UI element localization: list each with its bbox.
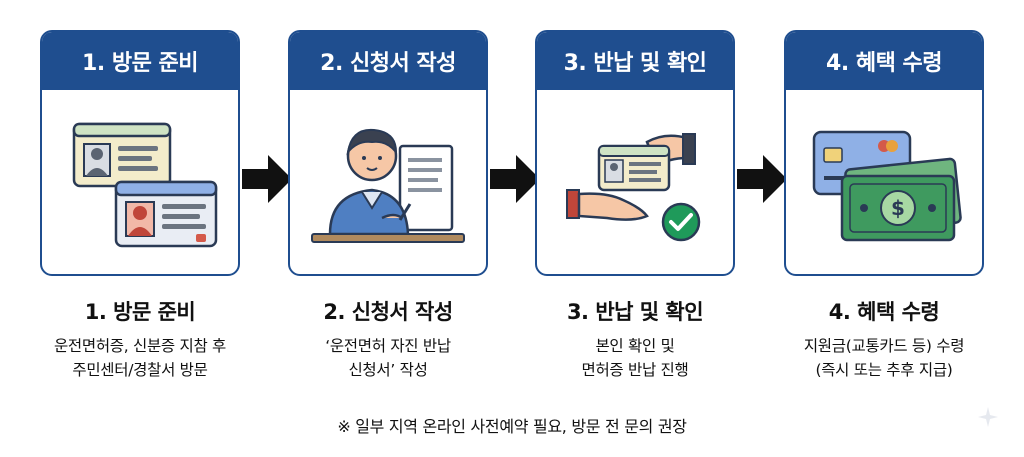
svg-text:$: $ [891,196,905,220]
id-cards-icon [42,94,238,274]
step-card-2: 2. 신청서 작성 [288,30,488,276]
footnote: ※ 일부 지역 온라인 사전예약 필요, 방문 전 문의 권장 [337,417,687,436]
license-handover-icon [537,94,733,274]
step-desc-line: (즉시 또는 추후 지급) [815,361,953,379]
step-desc-2: ‘운전면허 자진 반납 신청서’ 작성 [268,334,508,382]
step-card-header-2: 2. 신청서 작성 [290,32,486,90]
step-card-header-4: 4. 혜택 수령 [786,32,982,90]
arrow-right-icon [735,153,789,205]
step-desc-4: 지원금(교통카드 등) 수령 (즉시 또는 추후 지급) [764,334,1004,382]
sparkle-icon [978,407,998,427]
card-and-money-icon: $ [786,94,982,274]
step-card-1: 1. 방문 준비 [40,30,240,276]
person-writing-icon [290,94,486,274]
step-card-3: 3. 반납 및 확인 [535,30,735,276]
arrow-right-icon [488,153,542,205]
step-title-4: 4. 혜택 수령 [828,300,940,324]
step-desc-line: 신청서’ 작성 [348,361,428,379]
step-desc-line: 본인 확인 및 [595,337,675,355]
step-desc-line: ‘운전면허 자진 반납 [325,337,451,355]
arrow-right-icon [240,153,294,205]
step-desc-line: 지원금(교통카드 등) 수령 [803,337,965,355]
step-title-2: 2. 신청서 작성 [323,300,453,324]
step-card-4: 4. 혜택 수령 $ [784,30,984,276]
step-desc-line: 운전면허증, 신분증 지참 후 [53,337,227,355]
step-card-header-3: 3. 반납 및 확인 [537,32,733,90]
step-desc-line: 면허증 반납 진행 [581,361,689,379]
step-card-header-1: 1. 방문 준비 [42,32,238,90]
step-title-3: 3. 반납 및 확인 [566,300,704,324]
step-desc-line: 주민센터/경찰서 방문 [72,361,208,379]
step-desc-1: 운전면허증, 신분증 지참 후 주민센터/경찰서 방문 [20,334,260,382]
step-title-1: 1. 방문 준비 [84,300,196,324]
step-desc-3: 본인 확인 및 면허증 반납 진행 [515,334,755,382]
